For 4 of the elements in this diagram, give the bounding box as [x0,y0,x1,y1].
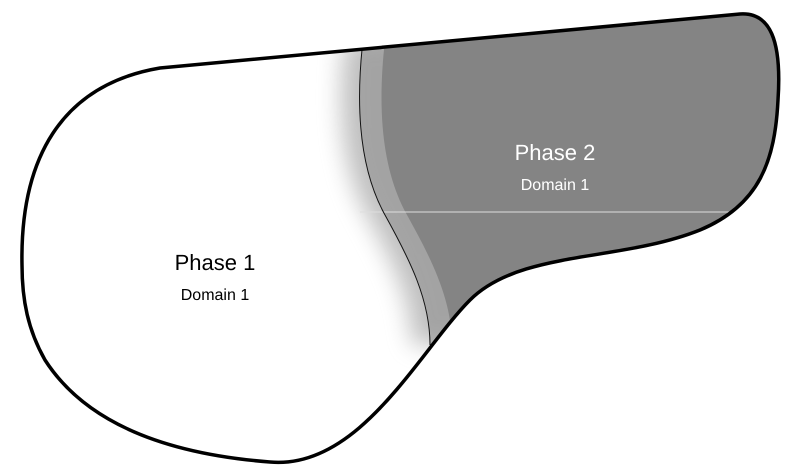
domain-label: Domain 1 [520,176,590,196]
domain-label: Domain 1 [180,286,250,306]
phase-label: Phase 1 [174,250,256,276]
phase-label: Phase 2 [514,140,596,166]
